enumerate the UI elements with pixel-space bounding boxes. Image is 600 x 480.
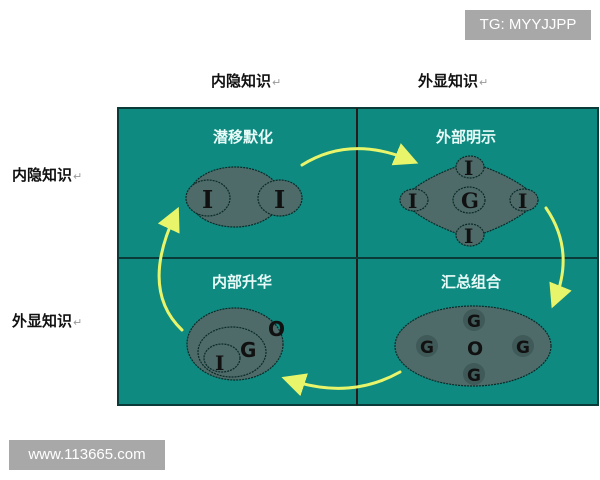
letter-g: G xyxy=(240,338,256,362)
letter-g: G xyxy=(420,338,434,358)
watermark-top: TG: MYYJJPP xyxy=(465,10,591,40)
return-mark-icon: ↵ xyxy=(73,170,83,183)
return-mark-icon: ↵ xyxy=(272,76,282,89)
letter-g: G xyxy=(467,312,481,332)
column-header-explicit: 外显知识↵ xyxy=(418,70,488,91)
group-cloud xyxy=(512,335,534,357)
node-ellipse xyxy=(455,223,485,247)
letter-i: I xyxy=(408,189,417,213)
watermark-bottom: www.113665.com xyxy=(9,440,165,470)
letter-i: I xyxy=(464,156,473,180)
column-header-tacit-label: 内隐知识 xyxy=(211,72,272,90)
letter-i: I xyxy=(518,189,527,213)
arrow-externalization-to-combination xyxy=(544,206,572,309)
quadrant-socialization: 潜移默化 I I xyxy=(185,128,303,228)
arrow-internalization-to-socialization xyxy=(157,206,184,332)
letter-i: I xyxy=(215,351,224,375)
quadrant-title-socialization: 潜移默化 xyxy=(213,128,273,146)
letter-i: I xyxy=(274,185,285,214)
quadrant-internalization: 内部升华 I G O xyxy=(186,273,285,381)
group-cloud xyxy=(463,309,485,331)
letter-g: G xyxy=(516,338,530,358)
quadrant-title-externalization: 外部明示 xyxy=(435,128,496,146)
return-mark-icon: ↵ xyxy=(479,76,489,89)
individual-ellipse xyxy=(203,343,241,373)
letter-g: G xyxy=(461,188,479,213)
node-ellipse xyxy=(455,155,485,179)
quadrant-title-combination: 汇总组合 xyxy=(441,273,502,291)
group-cloud xyxy=(463,363,485,385)
center-ellipse xyxy=(452,186,486,214)
node-ellipse xyxy=(399,188,429,212)
individual-ellipse xyxy=(185,179,231,217)
row-header-tacit: 内隐知识↵ xyxy=(12,164,82,185)
letter-g: G xyxy=(467,366,481,386)
quadrant-title-internalization: 内部升华 xyxy=(212,273,272,291)
return-mark-icon: ↵ xyxy=(73,316,83,329)
quadrant-externalization: 外部明示 I I G I I xyxy=(399,128,539,248)
row-header-tacit-label: 内隐知识 xyxy=(12,166,73,184)
node-ellipse xyxy=(509,188,539,212)
quadrant-combination: 汇总组合 G G O G G xyxy=(394,273,552,387)
individual-ellipse xyxy=(257,179,303,217)
letter-o: O xyxy=(268,317,285,341)
arrow-socialization-to-externalization xyxy=(300,143,419,167)
letter-i: I xyxy=(464,224,473,248)
row-header-explicit-label: 外显知识 xyxy=(12,312,73,330)
group-cloud xyxy=(416,335,438,357)
letter-o: O xyxy=(467,338,483,360)
column-header-explicit-label: 外显知识 xyxy=(418,72,479,90)
combination-ellipse xyxy=(394,305,552,387)
arrow-combination-to-internalization xyxy=(281,370,402,397)
row-header-explicit: 外显知识↵ xyxy=(12,310,82,331)
column-header-tacit: 内隐知识↵ xyxy=(211,70,281,91)
letter-i: I xyxy=(202,185,213,214)
